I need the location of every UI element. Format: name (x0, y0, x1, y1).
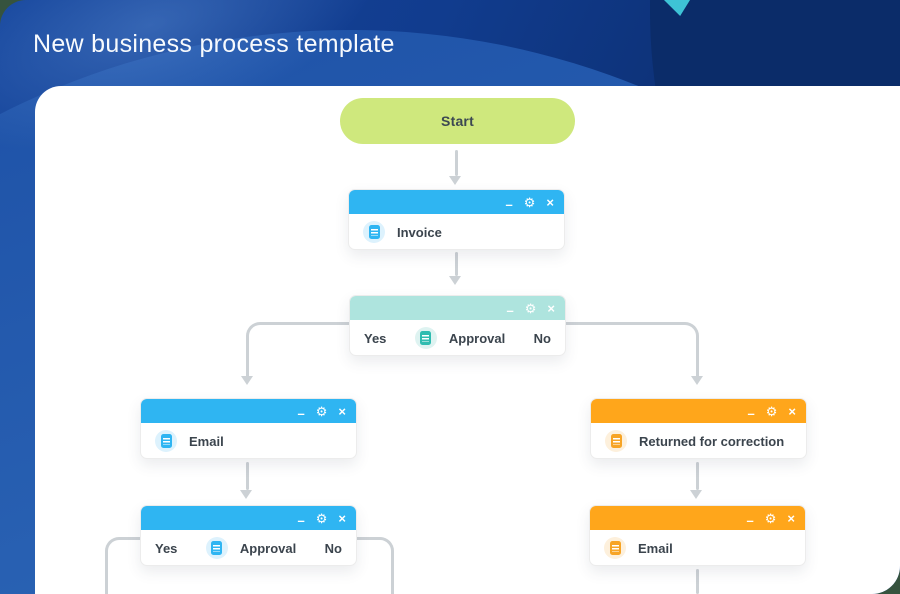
document-icon (604, 537, 626, 559)
node-email-2-label: Email (638, 540, 673, 556)
node-start[interactable]: Start (340, 98, 575, 144)
branch-yes-label: Yes (364, 330, 387, 346)
branch-yes-label: Yes (155, 540, 178, 556)
flow-canvas[interactable]: Start – ⚙ × Invoice (35, 86, 900, 594)
branch-no-label: No (324, 540, 342, 556)
settings-icon[interactable]: ⚙ (523, 194, 536, 210)
close-icon[interactable]: × (338, 403, 346, 419)
node-invoice-titlebar: – ⚙ × (349, 190, 564, 214)
settings-icon[interactable]: ⚙ (765, 403, 778, 419)
node-approval-1[interactable]: – ⚙ × Yes Approval No (349, 295, 566, 356)
document-icon (605, 430, 627, 452)
minimize-icon[interactable]: – (746, 512, 754, 528)
close-icon[interactable]: × (787, 510, 795, 526)
node-invoice-label: Invoice (397, 224, 442, 240)
document-icon (155, 430, 177, 452)
connector-email2-out (696, 569, 699, 594)
minimize-icon[interactable]: – (297, 405, 305, 421)
node-approval-2-titlebar: – ⚙ × (141, 506, 356, 530)
page-title: New business process template (33, 30, 395, 58)
document-icon (414, 327, 437, 349)
connector-returned-email2 (696, 462, 699, 490)
minimize-icon[interactable]: – (506, 302, 514, 318)
node-email-1[interactable]: – ⚙ × Email (140, 398, 357, 459)
arrowhead-icon (449, 176, 461, 185)
settings-icon[interactable]: ⚙ (315, 403, 328, 419)
close-icon[interactable]: × (546, 194, 554, 210)
minimize-icon[interactable]: – (297, 512, 305, 528)
arrowhead-icon (690, 490, 702, 499)
node-approval-2-label: Approval (239, 540, 297, 556)
connector-approval2-no (357, 537, 394, 594)
minimize-icon[interactable]: – (505, 196, 513, 212)
arrowhead-icon (449, 276, 461, 285)
node-email-2-titlebar: – ⚙ × (590, 506, 805, 530)
node-returned-for-correction[interactable]: – ⚙ × Returned for correction (590, 398, 807, 459)
node-returned-label: Returned for correction (639, 433, 785, 449)
node-approval-1-label: Approval (448, 330, 506, 346)
connector-start-invoice (455, 150, 458, 176)
node-approval-2[interactable]: – ⚙ × Yes Approval No (140, 505, 357, 566)
document-icon (205, 537, 228, 559)
document-icon (363, 221, 385, 243)
node-email-2[interactable]: – ⚙ × Email (589, 505, 806, 566)
close-icon[interactable]: × (547, 300, 555, 316)
connector-approval1-no (563, 322, 699, 376)
node-email-1-label: Email (189, 433, 224, 449)
arrowhead-icon (691, 376, 703, 385)
arrowhead-icon (241, 376, 253, 385)
node-email-1-titlebar: – ⚙ × (141, 399, 356, 423)
close-icon[interactable]: × (788, 403, 796, 419)
node-approval-1-titlebar: – ⚙ × (350, 296, 565, 320)
minimize-icon[interactable]: – (747, 405, 755, 421)
connector-invoice-approval (455, 252, 458, 276)
settings-icon[interactable]: ⚙ (315, 510, 328, 526)
settings-icon[interactable]: ⚙ (764, 510, 777, 526)
node-invoice[interactable]: – ⚙ × Invoice (348, 189, 565, 250)
settings-icon[interactable]: ⚙ (524, 300, 537, 316)
branch-no-label: No (533, 330, 551, 346)
connector-approval1-yes (246, 322, 350, 376)
close-icon[interactable]: × (338, 510, 346, 526)
arrowhead-icon (240, 490, 252, 499)
node-returned-titlebar: – ⚙ × (591, 399, 806, 423)
connector-approval2-yes (105, 537, 141, 594)
node-start-label: Start (441, 113, 474, 129)
connector-email1-approval2 (246, 462, 249, 490)
